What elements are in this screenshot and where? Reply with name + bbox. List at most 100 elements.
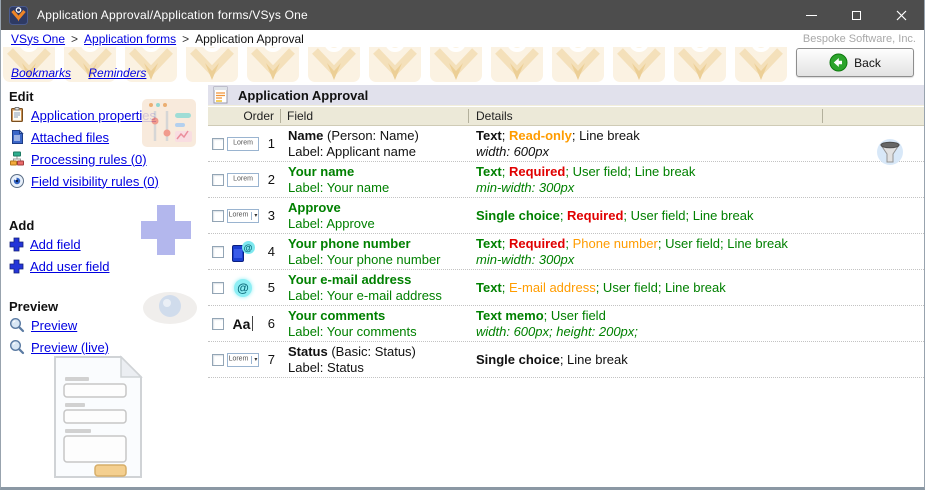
close-button[interactable] — [879, 0, 924, 30]
row-checkbox[interactable] — [212, 281, 224, 294]
maximize-button[interactable] — [834, 0, 879, 30]
bookmarks-link[interactable]: Bookmarks — [11, 66, 72, 80]
breadcrumb-link-application-forms[interactable]: Application forms — [84, 31, 177, 46]
vsys-logo-tile — [245, 47, 301, 84]
vsys-logo-tile — [672, 47, 728, 84]
sidebar-item-application-properties[interactable]: Application properties — [9, 104, 208, 126]
vsys-logo-tile — [489, 47, 545, 84]
magnifier-icon — [9, 317, 25, 333]
sidebar-item-processing-rules[interactable]: Processing rules (0) — [9, 148, 208, 170]
column-header-field: Field — [281, 109, 469, 123]
magnifier-icon — [9, 339, 25, 355]
breadcrumb: VSys One > Application forms > Applicati… — [1, 30, 924, 47]
details-cell: Text; Required; Phone number; User field… — [476, 235, 788, 267]
application-approval-panel: Application Approval Order Field Details… — [208, 85, 924, 487]
row-checkbox[interactable] — [212, 317, 224, 330]
order-cell: Lorem 2 — [208, 162, 281, 197]
sidebar-item-preview-live[interactable]: Preview (live) — [9, 336, 208, 358]
breadcrumb-separator: > — [182, 31, 190, 46]
clipboard-icon — [11, 107, 23, 122]
vsys-logo-tile — [367, 47, 423, 84]
column-header-order: Order — [208, 109, 281, 123]
order-cell: @ 4 — [208, 234, 281, 269]
sidebar-item-preview[interactable]: Preview — [9, 314, 208, 336]
section-title-add: Add — [9, 218, 35, 233]
text-field-icon: Lorem — [224, 136, 262, 151]
vsys-logo-tile — [62, 47, 118, 84]
order-number: 4 — [267, 244, 275, 259]
vsys-logo-tile — [428, 47, 484, 84]
phone-icon: @ — [224, 241, 262, 262]
sidebar-item-field-visibility-rules[interactable]: Field visibility rules (0) — [9, 170, 208, 192]
order-number: 7 — [267, 352, 275, 367]
order-number: 2 — [267, 172, 275, 187]
vsys-logo-tile — [123, 47, 179, 84]
form-icon — [213, 86, 228, 104]
vsys-logo-tile — [611, 47, 667, 84]
sidebar: Edit Application properties Attached fil… — [1, 85, 208, 487]
minimize-button[interactable] — [789, 0, 834, 30]
eye-icon — [10, 174, 24, 188]
sidebar-item-attached-files[interactable]: Attached files — [9, 126, 208, 148]
back-arrow-icon — [829, 53, 848, 72]
filter-funnel-icon[interactable] — [876, 138, 904, 173]
flowchart-icon — [10, 151, 24, 166]
reminders-link[interactable]: Reminders — [88, 66, 147, 80]
vsys-logo-tile — [733, 47, 789, 84]
vsys-logo-tile — [1, 47, 57, 84]
details-cell: Text; E-mail address; User field; Line b… — [476, 279, 726, 295]
vsys-logo-tile — [184, 47, 240, 84]
order-number: 6 — [267, 316, 275, 331]
vsys-logo-tile — [306, 47, 362, 84]
plus-icon — [9, 237, 24, 251]
plus-icon — [9, 259, 24, 273]
vsys-app-icon — [9, 5, 28, 25]
table-row[interactable]: Lorem 1 Name (Person: Name)Label: Applic… — [208, 126, 924, 162]
minimize-icon — [806, 14, 817, 16]
watermark-pattern — [1, 47, 789, 85]
text-field-icon: Lorem — [224, 172, 262, 187]
details-cell: Single choice; Line break — [476, 351, 628, 367]
fields-table-body: Lorem 1 Name (Person: Name)Label: Applic… — [208, 126, 924, 487]
order-number: 1 — [267, 136, 275, 151]
combo-icon: Lorem▾ — [224, 352, 262, 367]
order-number: 3 — [267, 208, 275, 223]
sidebar-item-add-field[interactable]: Add field — [9, 233, 208, 255]
breadcrumb-link-vsys-one[interactable]: VSys One — [11, 31, 66, 46]
close-icon — [896, 10, 907, 20]
row-checkbox[interactable] — [212, 245, 224, 258]
combo-icon: Lorem▾ — [224, 208, 262, 223]
back-button[interactable]: Back — [796, 48, 914, 77]
order-cell: Lorem▾ 3 — [208, 198, 281, 233]
memo-icon: Aa — [224, 316, 262, 332]
field-cell: Status (Basic: Status)Label: Status — [288, 343, 416, 375]
sidebar-item-add-user-field[interactable]: Add user field — [9, 255, 208, 277]
row-checkbox[interactable] — [212, 353, 224, 366]
document-icon — [12, 129, 24, 144]
header-band: Bookmarks Reminders Back — [1, 47, 924, 85]
table-column-header: Order Field Details — [208, 106, 924, 126]
row-checkbox[interactable] — [212, 173, 224, 186]
panel-header: Application Approval — [208, 85, 924, 106]
title-bar: Application Approval/Application forms/V… — [1, 0, 924, 30]
table-row[interactable]: Lorem▾ 7 Status (Basic: Status)Label: St… — [208, 342, 924, 378]
section-title-edit: Edit — [9, 89, 34, 104]
back-button-label: Back — [854, 55, 881, 70]
window-title: Application Approval/Application forms/V… — [37, 8, 308, 22]
row-checkbox[interactable] — [212, 137, 224, 150]
column-header-details: Details — [469, 109, 823, 123]
section-title-preview: Preview — [9, 299, 59, 314]
row-checkbox[interactable] — [212, 209, 224, 222]
